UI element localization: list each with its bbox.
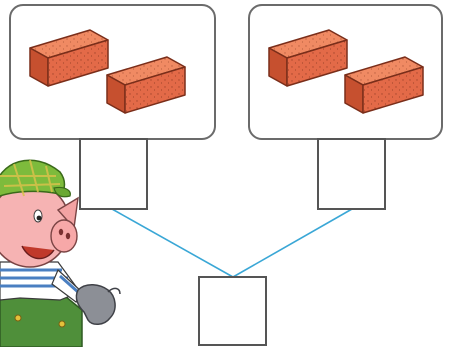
answer-box-left[interactable] <box>79 138 148 210</box>
answer-box-total[interactable] <box>198 276 267 346</box>
answer-box-right[interactable] <box>317 138 386 210</box>
brick-group-left <box>9 4 216 140</box>
connector-line-right <box>232 208 353 278</box>
pig-mascot-icon <box>0 159 121 347</box>
connector-line-left <box>111 208 234 278</box>
brick-group-right <box>248 4 443 140</box>
